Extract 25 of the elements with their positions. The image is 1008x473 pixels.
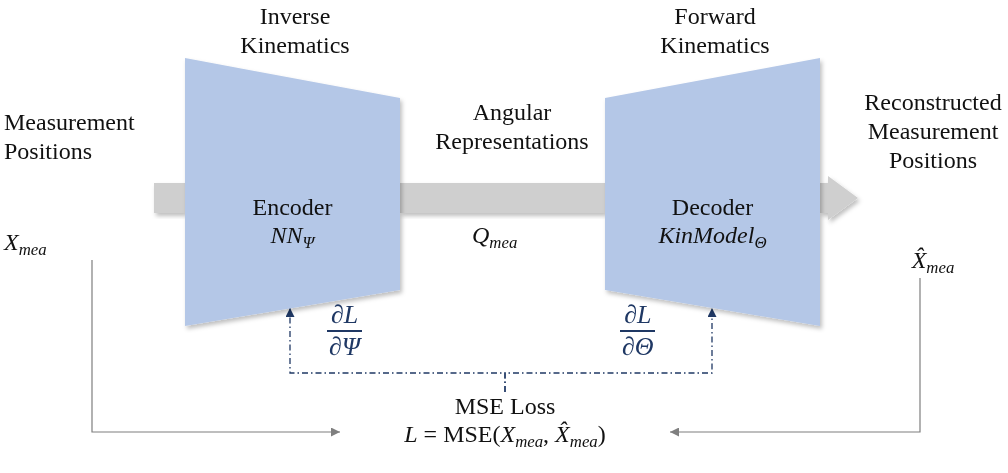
gradient-denominator: ∂Θ [621,331,655,362]
math-symbol: L = MSE(X$_{mea}$, X̂$_{mea}$) [404,420,606,452]
math-symbol: Q$_{mea}$ [472,222,518,254]
encoder-trapezoid [185,58,400,326]
gradient-numerator: ∂L [620,300,656,332]
node-label: Measurement Positions [4,108,136,166]
math-symbol: X$_{mea}$ [4,228,47,260]
math-symbol: X̂$_{mea}$ [911,246,955,278]
stage-caption: Forward Kinematics [659,2,771,60]
gradient-numerator: ∂L [326,300,363,332]
node-label: Decoder [671,193,754,222]
math-symbol: KinModel$_{Θ}$ [658,221,767,253]
flow-band-arrow [400,183,605,213]
gradient-denominator: ∂Ψ [328,331,363,362]
node-label: Encoder [252,193,333,222]
node-label: Reconstructed Measurement Positions [863,88,1003,175]
arrow [669,277,921,437]
math-symbol: NN$_{Ψ}$ [270,221,315,253]
node-label: MSE Loss [454,392,556,421]
decoder-trapezoid [605,58,820,326]
stage-caption: Inverse Kinematics [239,2,351,60]
gradient-arrow [504,307,717,393]
flow-band-arrow [154,183,185,213]
arrow [91,259,341,437]
flow-band-arrow [820,176,858,220]
